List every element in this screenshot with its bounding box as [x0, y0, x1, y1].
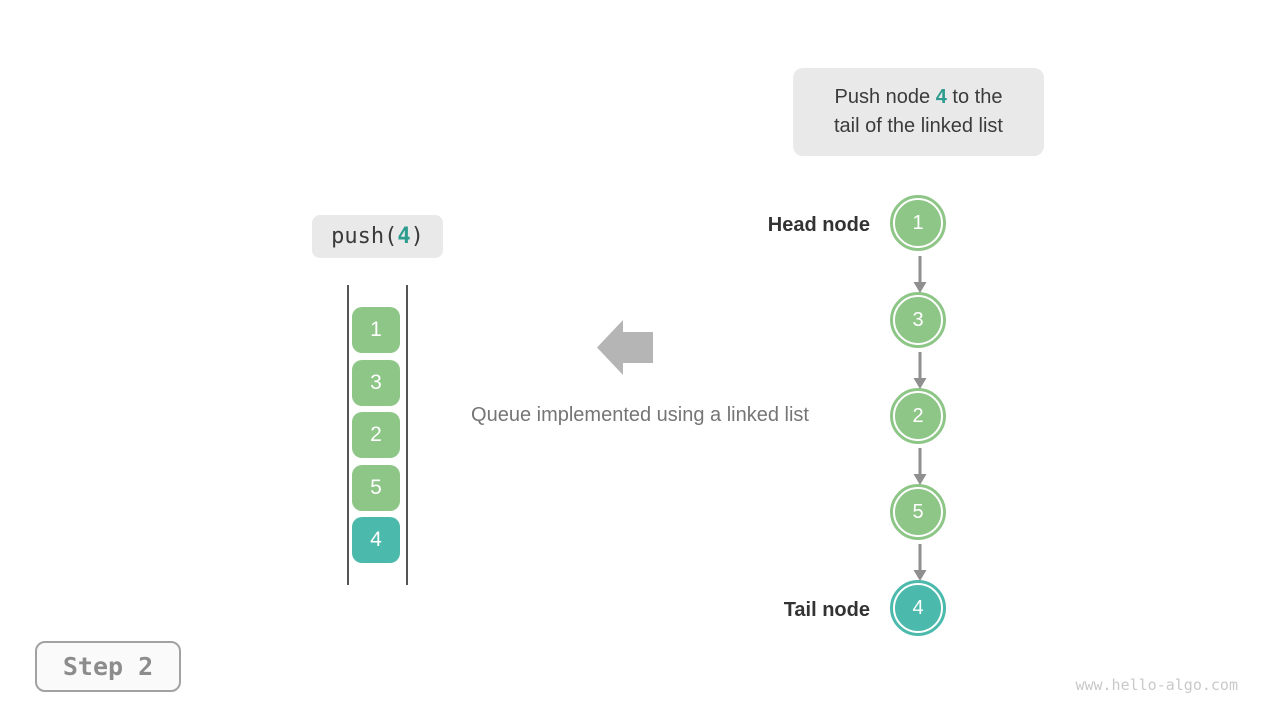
- linked-list-node: 3: [890, 292, 946, 348]
- linked-list-node: 2: [890, 388, 946, 444]
- watermark: www.hello-algo.com: [1075, 676, 1238, 694]
- push-value-highlight: 4: [935, 86, 947, 108]
- down-arrow-icon: [913, 256, 927, 293]
- push-explanation-line1: Push node 4 to the: [835, 83, 1003, 112]
- queue-rail-left: [347, 285, 349, 585]
- push-explanation-box: Push node 4 to the tail of the linked li…: [793, 68, 1044, 156]
- queue-item: 1: [352, 307, 400, 353]
- tail-node-label: Tail node: [783, 599, 870, 621]
- queue-stack: 1 3 2 5 4: [352, 307, 400, 563]
- operation-code-suffix: ): [410, 224, 424, 249]
- queue-item: 5: [352, 464, 400, 511]
- push-explanation-text-after: to the: [946, 86, 1003, 108]
- operation-code-prefix: push(: [331, 224, 398, 249]
- linked-list-node: 5: [890, 484, 946, 540]
- queue-item: 3: [352, 359, 400, 406]
- queue-item: 2: [352, 412, 400, 458]
- push-explanation-text: Push node: [834, 86, 936, 108]
- down-arrow-icon: [913, 448, 927, 485]
- push-operation-label: push(4): [312, 215, 443, 258]
- down-arrow-icon: [913, 352, 927, 389]
- diagram-caption: Queue implemented using a linked list: [471, 404, 809, 426]
- queue-item: 4: [352, 517, 400, 563]
- left-block-arrow-icon: [597, 320, 653, 375]
- queue-rail-right: [406, 285, 408, 585]
- linked-list-node: 1: [890, 195, 946, 251]
- down-arrow-icon: [913, 544, 927, 581]
- push-explanation-line2: tail of the linked list: [834, 115, 1003, 137]
- operation-value-highlight: 4: [397, 224, 411, 249]
- head-node-label: Head node: [767, 214, 870, 236]
- step-badge: Step 2: [35, 641, 181, 692]
- linked-list-node: 4: [890, 580, 946, 636]
